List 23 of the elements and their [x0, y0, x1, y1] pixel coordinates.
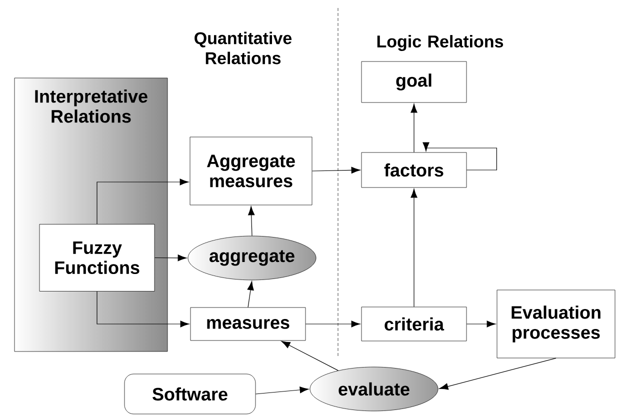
heading: Quantitative Relations [194, 32, 292, 64]
arrow [281, 341, 339, 371]
arrow [255, 386, 309, 394]
arrow [154, 254, 187, 262]
input-box: Software [124, 374, 256, 414]
process-box: factors [361, 152, 467, 188]
arrow [247, 281, 254, 308]
arrow [466, 320, 496, 328]
arrow [305, 320, 360, 328]
arrow [248, 206, 255, 236]
arrow [439, 358, 556, 390]
process-box: Evaluation processes [496, 290, 616, 358]
process-box: goal [361, 61, 467, 103]
arrow [410, 104, 418, 153]
arrow [96, 291, 190, 328]
process-box: criteria [361, 306, 467, 342]
arrow [96, 178, 189, 224]
process-box: Fuzzy Functions [39, 224, 155, 292]
process-box: measures [190, 307, 306, 341]
arrow [410, 188, 418, 308]
arrow [422, 142, 497, 170]
process-box: Aggregate measures [190, 136, 312, 206]
arrow [312, 166, 360, 174]
